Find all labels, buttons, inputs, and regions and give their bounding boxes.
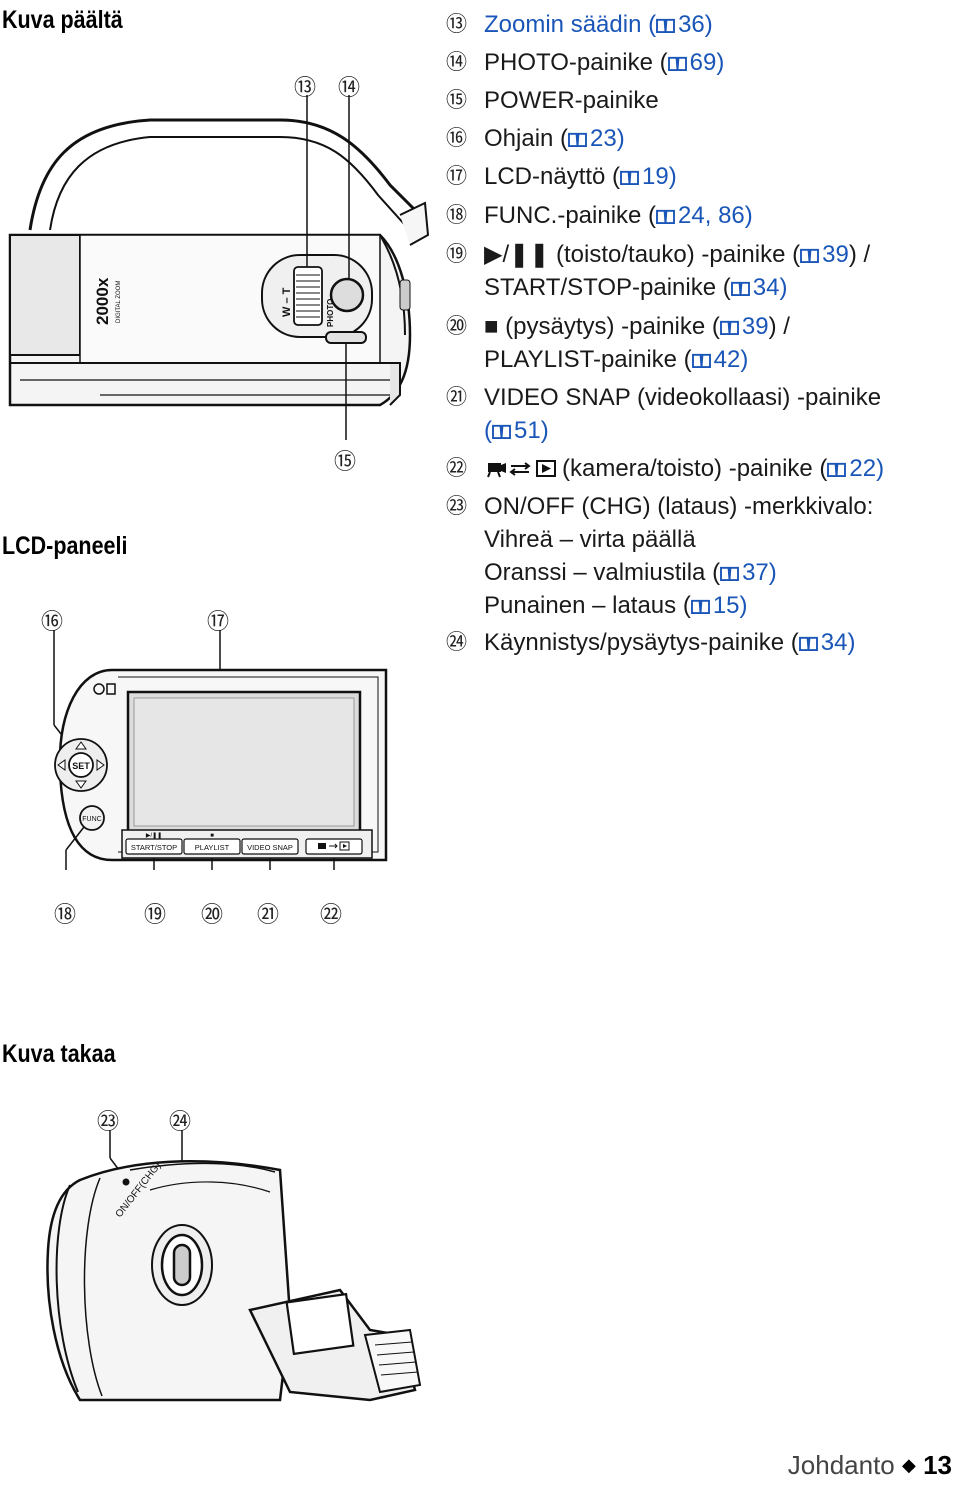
book-ref-icon xyxy=(667,56,687,72)
callout-22: ㉒ xyxy=(320,903,343,928)
diamond-icon: ◆ xyxy=(902,1455,916,1475)
svg-text:START/STOP: START/STOP xyxy=(131,843,177,852)
callout-19: ⑲ xyxy=(144,903,167,928)
page-footer: Johdanto ◆ 13 xyxy=(788,1450,952,1481)
heading-top-view: Kuva päältä xyxy=(2,6,123,34)
svg-text:PLAYLIST: PLAYLIST xyxy=(195,843,230,852)
camera-play-icon xyxy=(318,841,350,851)
lcd-panel-illustration: SET FUNC ▶/❚❚ ■ START/STOP PLAYLIST VIDE… xyxy=(53,630,388,870)
book-ref-icon xyxy=(800,248,820,264)
power-button[interactable] xyxy=(325,331,367,344)
photo-button[interactable] xyxy=(329,277,365,313)
book-ref-icon xyxy=(656,209,675,225)
callout-17: ⑰ xyxy=(207,610,230,635)
func-button[interactable] xyxy=(79,805,105,831)
playlist-button[interactable] xyxy=(183,838,241,855)
heading-rear-view: Kuva takaa xyxy=(2,1040,116,1068)
video-snap-button[interactable] xyxy=(241,838,299,855)
start-stop-button[interactable] xyxy=(125,838,183,855)
svg-text:■: ■ xyxy=(210,833,214,839)
book-ref-icon xyxy=(720,566,740,582)
zoom-label: 2000x xyxy=(93,277,112,325)
book-ref-icon xyxy=(798,636,818,652)
callout-24: ㉔ xyxy=(169,1110,192,1135)
book-ref-icon xyxy=(656,18,676,34)
wt-label: W – T xyxy=(281,287,293,317)
digital-zoom-label: DIGITAL ZOOM xyxy=(116,281,122,323)
set-label: SET xyxy=(72,761,90,771)
callout-13: ⑬ xyxy=(294,76,317,101)
book-ref-icon xyxy=(690,599,710,615)
zoom-lever[interactable] xyxy=(293,266,323,326)
callout-15: ⑮ xyxy=(334,450,357,475)
callout-20: ⑳ xyxy=(201,903,224,928)
book-ref-icon xyxy=(492,424,511,440)
callout-16: ⑯ xyxy=(41,610,64,635)
camera-rear-view-illustration: ON/OFF(CHG) xyxy=(46,1130,422,1402)
book-ref-icon xyxy=(620,170,639,186)
book-ref-icon xyxy=(719,320,739,336)
book-ref-icon xyxy=(730,281,750,297)
photo-label: PHOTO xyxy=(326,299,335,327)
footer-page-number: 13 xyxy=(923,1450,952,1480)
svg-text:FUNC: FUNC xyxy=(82,816,101,823)
footer-section-title: Johdanto xyxy=(787,1450,895,1480)
camera-play-mode-icon xyxy=(487,460,556,478)
book-ref-icon xyxy=(568,132,587,148)
callout-23: ㉓ xyxy=(97,1110,120,1135)
callout-18: ⑱ xyxy=(54,903,77,928)
svg-text:▶/❚❚: ▶/❚❚ xyxy=(146,832,162,839)
book-ref-icon xyxy=(691,353,711,369)
book-ref-icon xyxy=(827,462,847,478)
heading-lcd-panel: LCD-paneeli xyxy=(2,532,128,560)
svg-text:VIDEO SNAP: VIDEO SNAP xyxy=(247,843,293,852)
callout-21: ㉑ xyxy=(257,903,280,928)
on-off-led xyxy=(122,1178,130,1186)
camera-top-view-illustration: 2000x DIGITAL ZOOM W – T PHOTO xyxy=(8,95,430,440)
callout-14: ⑭ xyxy=(338,76,361,101)
